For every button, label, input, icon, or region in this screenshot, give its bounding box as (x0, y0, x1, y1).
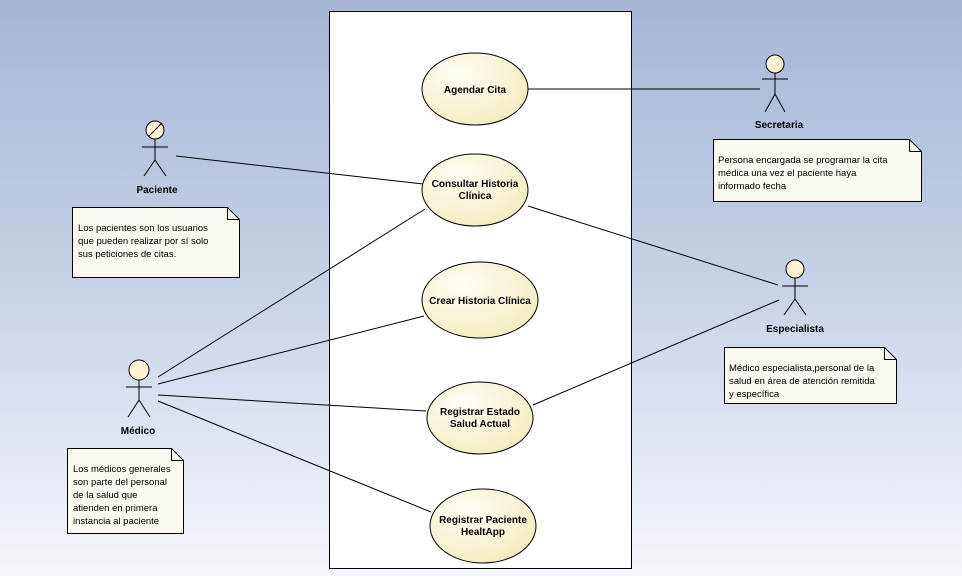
note-line: y específica (729, 389, 780, 400)
assoc-especialista-consultar (527, 205, 779, 286)
use-case-crear-historia[interactable]: Crear Historia Clínica (421, 261, 539, 339)
note-line: atienden en primera (73, 503, 158, 514)
actor-label: Secretaria (755, 120, 804, 131)
actor-label: Paciente (136, 185, 178, 196)
use-case-label-line: Consultar Historia (432, 179, 519, 190)
use-case-shape (421, 261, 539, 339)
note-line: médica una vez el paciente haya (718, 168, 857, 179)
note-especialista[interactable]: Médico especialista,personal de la salud … (724, 347, 897, 404)
note-secretaria[interactable]: Persona encargada se programar la cita mé… (713, 139, 922, 202)
use-case-shape (429, 488, 537, 564)
assoc-especialista-registrar-estado (532, 299, 780, 406)
assoc-paciente-consultar (175, 155, 424, 185)
assoc-medico-registrar-paciente (157, 400, 432, 513)
note-medico[interactable]: Los médicos generales son parte del perso… (67, 448, 184, 534)
use-case-label-line: Registrar Estado (440, 407, 520, 418)
note-line: sus peticiones de citas. (78, 249, 176, 260)
note-fold (909, 139, 922, 152)
assoc-medico-registrar-estado (157, 394, 427, 412)
note-line: Médico especialista,personal de la (729, 363, 875, 374)
note-shape (67, 448, 184, 534)
actor-label: Especialista (766, 324, 824, 335)
assoc-medico-crear (157, 315, 425, 385)
note-line: Los pacientes son los usuarios (78, 223, 208, 234)
assoc-medico-consultar (157, 208, 426, 378)
associations (157, 88, 780, 513)
note-text: Médico especialista,personal de la salud … (729, 363, 875, 400)
note-line: Persona encargada se programar la cita (718, 155, 888, 166)
use-case-agendar-cita[interactable]: Agendar Cita (421, 52, 529, 126)
use-case-label-line: Agendar Cita (444, 85, 507, 96)
note-line: de la salud que (73, 490, 137, 501)
use-case-label: Agendar Cita (444, 85, 507, 96)
actor-paciente[interactable]: Paciente (136, 120, 178, 196)
note-shape (724, 347, 897, 404)
note-shape (713, 139, 922, 202)
use-case-label-line: Crear Historia Clínica (429, 296, 531, 307)
note-fold (884, 347, 897, 360)
note-shape (72, 207, 240, 278)
note-fold (227, 207, 240, 220)
use-case-label: Crear Historia Clínica (429, 296, 531, 307)
stick-figure-icon (126, 359, 152, 418)
use-case-label-line: Clínica (459, 191, 492, 202)
note-line: informado fecha (718, 181, 787, 192)
note-text: Los pacientes son los usuarios que pueden… (78, 223, 208, 260)
note-line: son parte del personal (73, 477, 167, 488)
use-case-shape (421, 52, 529, 126)
use-case-shape (421, 153, 529, 227)
note-line: instancia al paciente (73, 516, 159, 527)
note-line: que pueden realizar por sí solo (78, 236, 208, 247)
note-text: Los médicos generales son parte del perso… (73, 464, 171, 527)
stick-figure-icon (782, 259, 808, 316)
note-line: salud en área de atención remitida (729, 376, 875, 387)
note-line: Los médicos generales (73, 464, 171, 475)
actor-especialista[interactable]: Especialista (766, 259, 824, 335)
use-case-label-line: Salud Actual (450, 419, 510, 430)
use-case-shape (426, 381, 534, 455)
actor-label: Médico (121, 426, 155, 437)
note-paciente[interactable]: Los pacientes son los usuarios que pueden… (72, 207, 240, 278)
use-case-label-line: Registrar Paciente (439, 515, 527, 526)
note-text: Persona encargada se programar la cita mé… (718, 155, 888, 192)
actor-medico[interactable]: Médico (121, 359, 155, 437)
stick-figure-icon (762, 54, 788, 113)
use-case-label-line: HealtApp (461, 527, 505, 538)
stick-figure-icon (142, 120, 168, 177)
actor-secretaria[interactable]: Secretaria (755, 54, 804, 131)
note-fold (171, 448, 184, 461)
